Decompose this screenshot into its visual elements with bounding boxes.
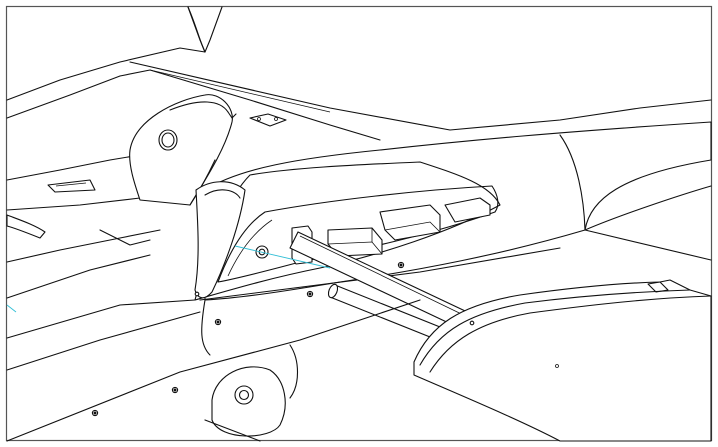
upper-wing-panel — [119, 61, 712, 141]
lower-fuselage — [6, 299, 421, 442]
left-fuselage-structure — [6, 141, 201, 299]
control-horn-pylon — [129, 94, 246, 299]
centerline — [234, 245, 331, 269]
rivets — [91, 261, 475, 417]
centerline-left — [6, 304, 17, 313]
spar-slot-components — [255, 197, 491, 265]
canopy-top — [6, 6, 223, 119]
wing-tip-panel — [413, 279, 712, 442]
